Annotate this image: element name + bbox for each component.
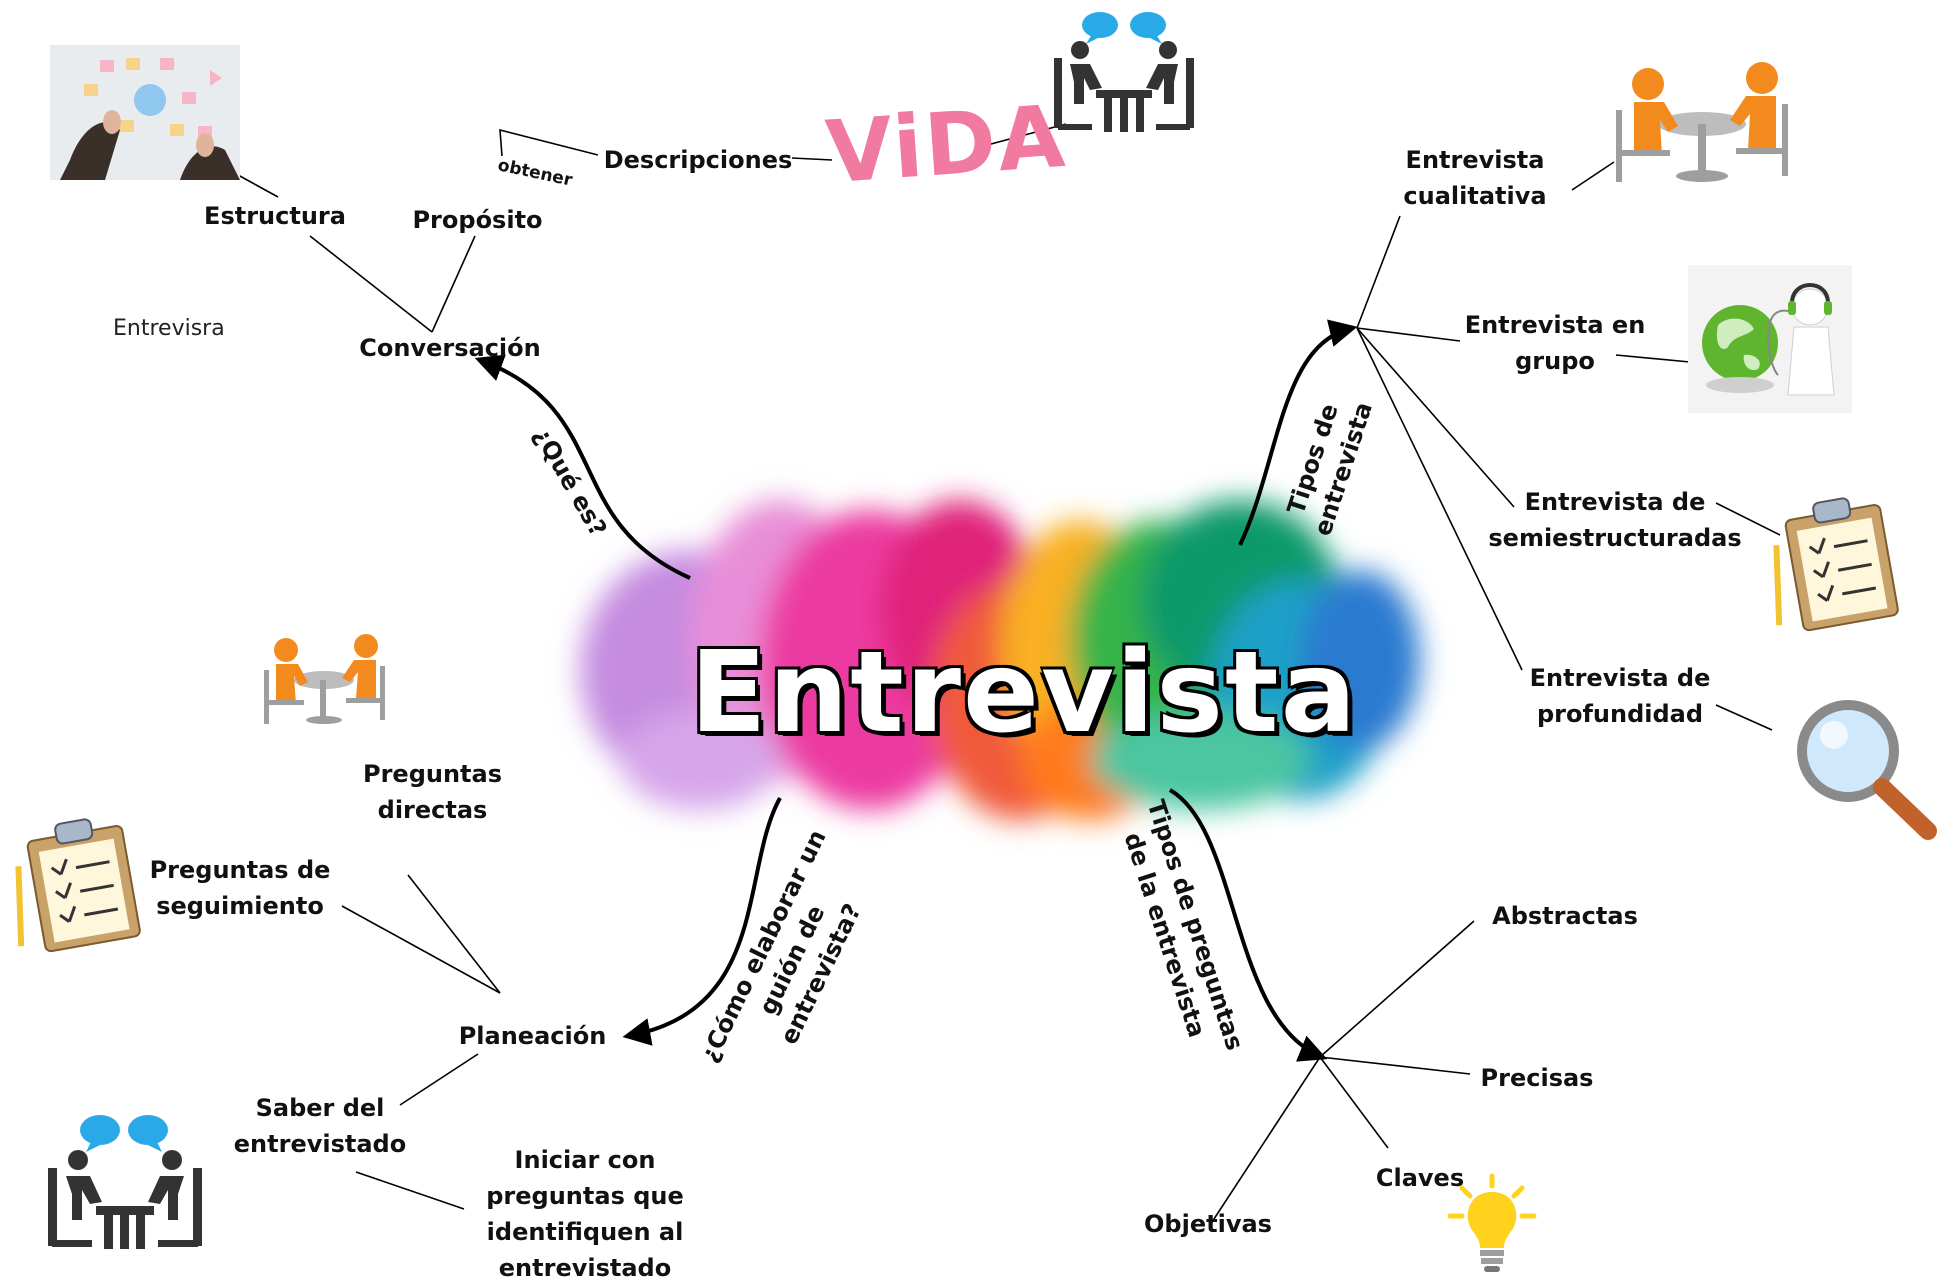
- main-arrows: [474, 319, 1358, 1062]
- node-entrevista-profundidad: Entrevista de profundidad: [1529, 664, 1711, 728]
- watercolor-splash: [580, 500, 1420, 820]
- vida-logo: ViDA: [822, 86, 1070, 204]
- node-estructura: Estructura: [204, 202, 346, 230]
- node-saber-entrevistado: Saber del entrevistado: [233, 1094, 407, 1158]
- node-entrevista-grupo: Entrevista en grupo: [1464, 311, 1646, 375]
- node-descripciones: Descripciones: [603, 146, 793, 174]
- arrow-tipos-entrevista: [1238, 319, 1358, 546]
- node-entrevista-semiestructuradas: Entrevista de semiestructuradas: [1488, 488, 1742, 552]
- node-preguntas-directas: Preguntas directas: [362, 760, 502, 824]
- magnifier-icon: [1797, 700, 1937, 840]
- globe-headphones-icon: [1688, 265, 1852, 413]
- people-at-table-icon-small: [264, 634, 385, 724]
- node-iniciar-preguntas: Iniciar con preguntas que identifiquen a…: [486, 1146, 684, 1282]
- node-proposito: Propósito: [412, 206, 543, 234]
- clipboard-checklist-icon-left: [15, 818, 141, 953]
- arrow-que-es: [474, 354, 691, 580]
- node-entrevista-cualitativa: Entrevista cualitativa: [1403, 146, 1547, 210]
- node-precisas: Precisas: [1480, 1064, 1594, 1092]
- people-at-table-icon: [1616, 62, 1788, 182]
- central-title: Entrevista: [690, 628, 1359, 758]
- node-entrevisra: Entrevisra: [113, 316, 225, 341]
- node-claves: Claves: [1375, 1164, 1465, 1192]
- arrow-como-elaborar: [622, 797, 782, 1046]
- meeting-icon-bottom: [48, 1115, 202, 1249]
- meeting-icon: [1054, 12, 1194, 132]
- flowchart-photo-icon: [50, 45, 240, 180]
- node-objetivas: Objetivas: [1144, 1210, 1272, 1238]
- lightbulb-icon: [1447, 1173, 1537, 1272]
- node-abstractas: Abstractas: [1492, 902, 1638, 930]
- clipboard-checklist-icon: [1773, 497, 1899, 632]
- node-preguntas-seguimiento: Preguntas de seguimiento: [149, 856, 331, 920]
- arrow-tipos-preguntas: [1169, 788, 1328, 1062]
- node-conversacion: Conversación: [359, 334, 541, 362]
- node-planeacion: Planeación: [458, 1022, 607, 1050]
- connector-lines: [237, 123, 1781, 1223]
